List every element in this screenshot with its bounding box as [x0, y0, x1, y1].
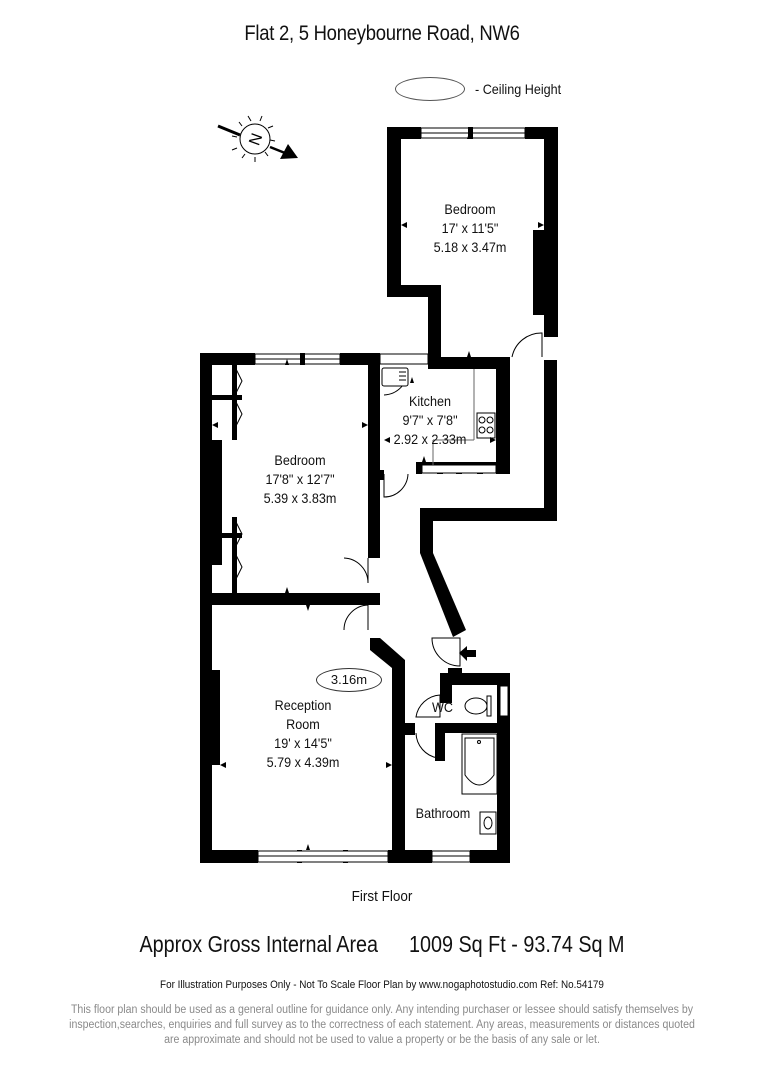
measure-markers	[212, 133, 544, 850]
north-arrow-compass-icon: N	[217, 115, 298, 162]
svg-text:N: N	[246, 131, 266, 148]
ceiling-height-marker: 3.16m	[316, 668, 382, 692]
hob-icon	[476, 412, 496, 439]
room-label-bathroom: Bathroom	[415, 805, 471, 821]
legend-label: - Ceiling Height	[475, 81, 562, 97]
footer-reference: For Illustration Purposes Only - Not To …	[160, 979, 604, 991]
room-label-bedroom-1: Bedroom 17' x 11'5" 5.18 x 3.47m	[433, 201, 507, 255]
area-separator: -	[511, 931, 518, 957]
disclaimer-text: This floor plan should be used as a gene…	[69, 1004, 695, 1046]
walls	[200, 127, 558, 863]
room-label-kitchen: Kitchen 9'7" x 7'8" 2.92 x 2.33m	[393, 393, 467, 447]
fixtures	[381, 367, 498, 835]
floor-plan: N	[200, 115, 558, 863]
ceiling-height-oval-icon	[395, 77, 465, 101]
room-label-bedroom-2: Bedroom 17'8" x 12'7" 5.39 x 3.83m	[263, 452, 337, 506]
gross-internal-area: Approx Gross Internal Area 1009 Sq Ft - 9…	[53, 931, 710, 958]
ceiling-height-legend: - Ceiling Height	[395, 76, 571, 102]
plan-title: Flat 2, 5 Honeybourne Road, NW6	[244, 22, 520, 45]
area-sqm: 93.74 Sq M	[523, 931, 625, 957]
room-label-reception: Reception Room 19' x 14'5" 5.79 x 4.39m	[266, 697, 340, 770]
entrance-arrow-icon	[459, 646, 476, 661]
wardrobe-doors	[234, 366, 243, 582]
sink-icon	[381, 367, 409, 387]
area-sqft: 1009 Sq Ft	[408, 931, 506, 957]
floor-name: First Floor	[351, 888, 413, 905]
toilet-icon	[464, 697, 488, 715]
area-label: Approx Gross Internal Area	[139, 931, 379, 957]
room-label-wc: WC	[431, 699, 453, 715]
